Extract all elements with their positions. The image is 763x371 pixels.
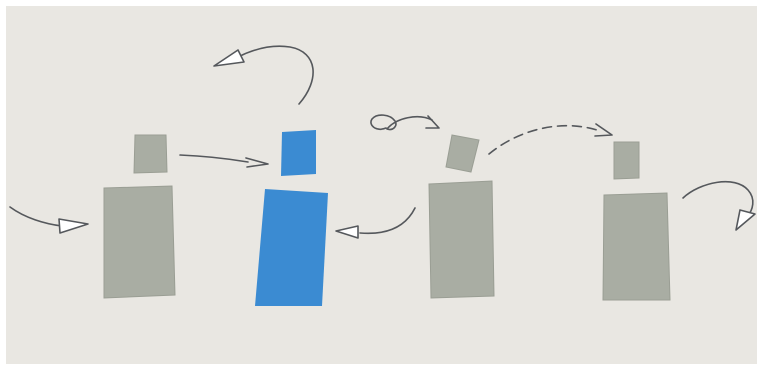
figure-2-head: [281, 130, 316, 176]
figure-4-body: [603, 193, 670, 300]
figure-1-body: [104, 186, 175, 298]
figure-4-head: [614, 142, 639, 179]
figure-1-head: [134, 135, 167, 173]
paper-background: [6, 6, 757, 364]
figure-2-body: [255, 189, 328, 306]
figure-3-body: [429, 181, 494, 298]
